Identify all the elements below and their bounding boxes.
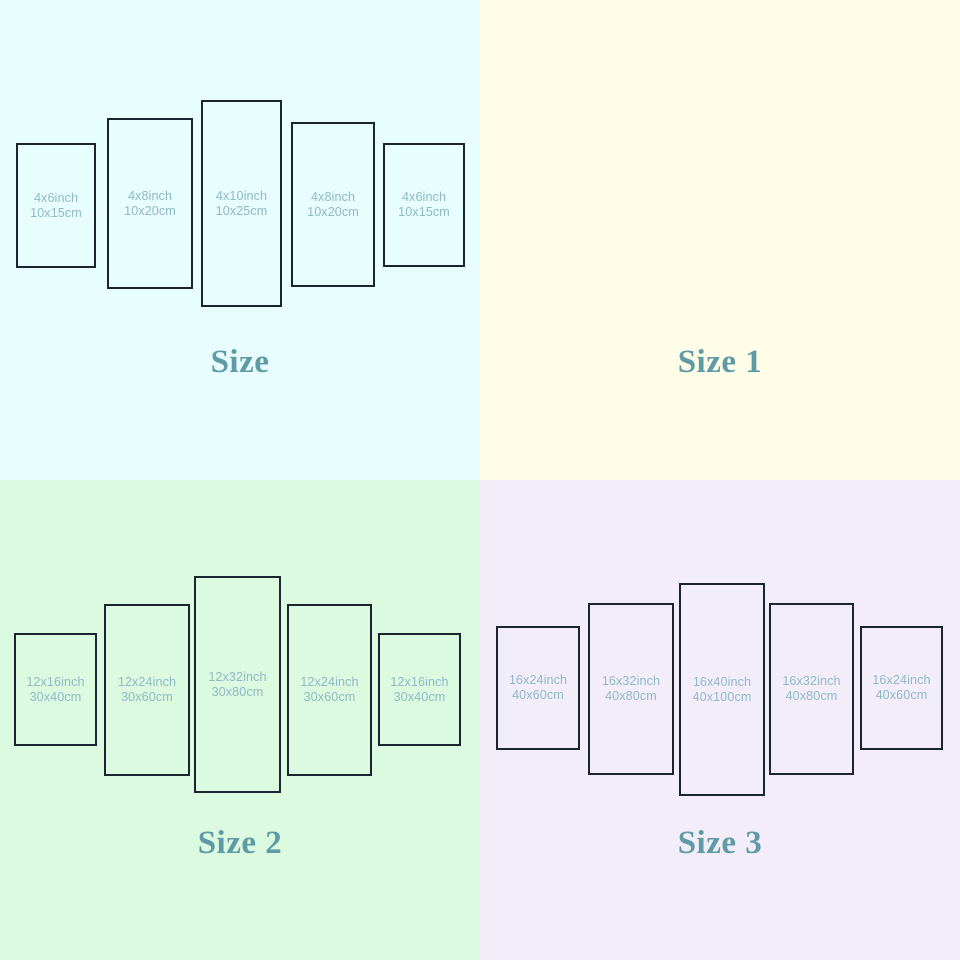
panel-size-cm: 10x25cm	[215, 203, 268, 218]
panel-size-inches: 4x6inch	[401, 190, 447, 205]
panel-size-cm: 40x80cm	[605, 689, 657, 703]
panel-group: 8x14inch20x35cm8x18inch20x45cm8x22inch20…	[480, 0, 960, 480]
panel-size-inches: 4x8inch	[127, 188, 173, 203]
size-variant-size-1: 8x14inch20x35cm8x18inch20x45cm8x22inch20…	[480, 0, 960, 480]
panel-size-cm: 10x15cm	[398, 205, 450, 219]
panel-size-inches: 12x24inch	[300, 675, 359, 690]
panel-size-inches: 16x32inch	[782, 674, 841, 689]
panel-size-inches: 12x16inch	[390, 674, 449, 689]
panel-size-inches: 16x24inch	[872, 673, 931, 688]
panel-size-inches: 16x32inch	[601, 674, 661, 689]
panel-size-inches: 16x24inch	[508, 673, 568, 688]
size-variant-title: Size 2	[197, 825, 283, 861]
panel-size-inches: 16x40inch	[692, 674, 752, 689]
size-variant-title: Size 1	[677, 344, 763, 380]
panel-size-cm: 30x60cm	[121, 690, 173, 704]
panel-size-cm: 40x80cm	[785, 689, 838, 703]
size-variant-title: Size	[210, 344, 270, 380]
panel-size-inches: 12x32inch	[208, 669, 267, 684]
panel-size-inches: 4x10inch	[215, 188, 268, 203]
panel-size-cm: 30x60cm	[303, 690, 356, 704]
panel-size-inches: 12x16inch	[26, 674, 85, 689]
panel-size-cm: 30x80cm	[211, 684, 264, 699]
panel-size-cm: 10x20cm	[307, 204, 359, 219]
panel-size-cm: 10x15cm	[30, 205, 82, 220]
size-variant-title: Size 3	[677, 825, 763, 861]
panel-size-cm: 40x60cm	[875, 688, 928, 702]
panel-size-cm: 30x40cm	[393, 689, 446, 704]
panel-size-cm: 30x40cm	[29, 689, 82, 704]
panel-size-cm: 40x60cm	[512, 688, 564, 702]
panel-size-cm: 40x100cm	[692, 689, 752, 704]
panel-size-inches: 4x8inch	[310, 189, 356, 204]
panel-size-cm: 10x20cm	[124, 203, 176, 218]
panel-size-inches: 12x24inch	[117, 675, 177, 690]
panel-size-inches: 4x6inch	[33, 190, 79, 205]
